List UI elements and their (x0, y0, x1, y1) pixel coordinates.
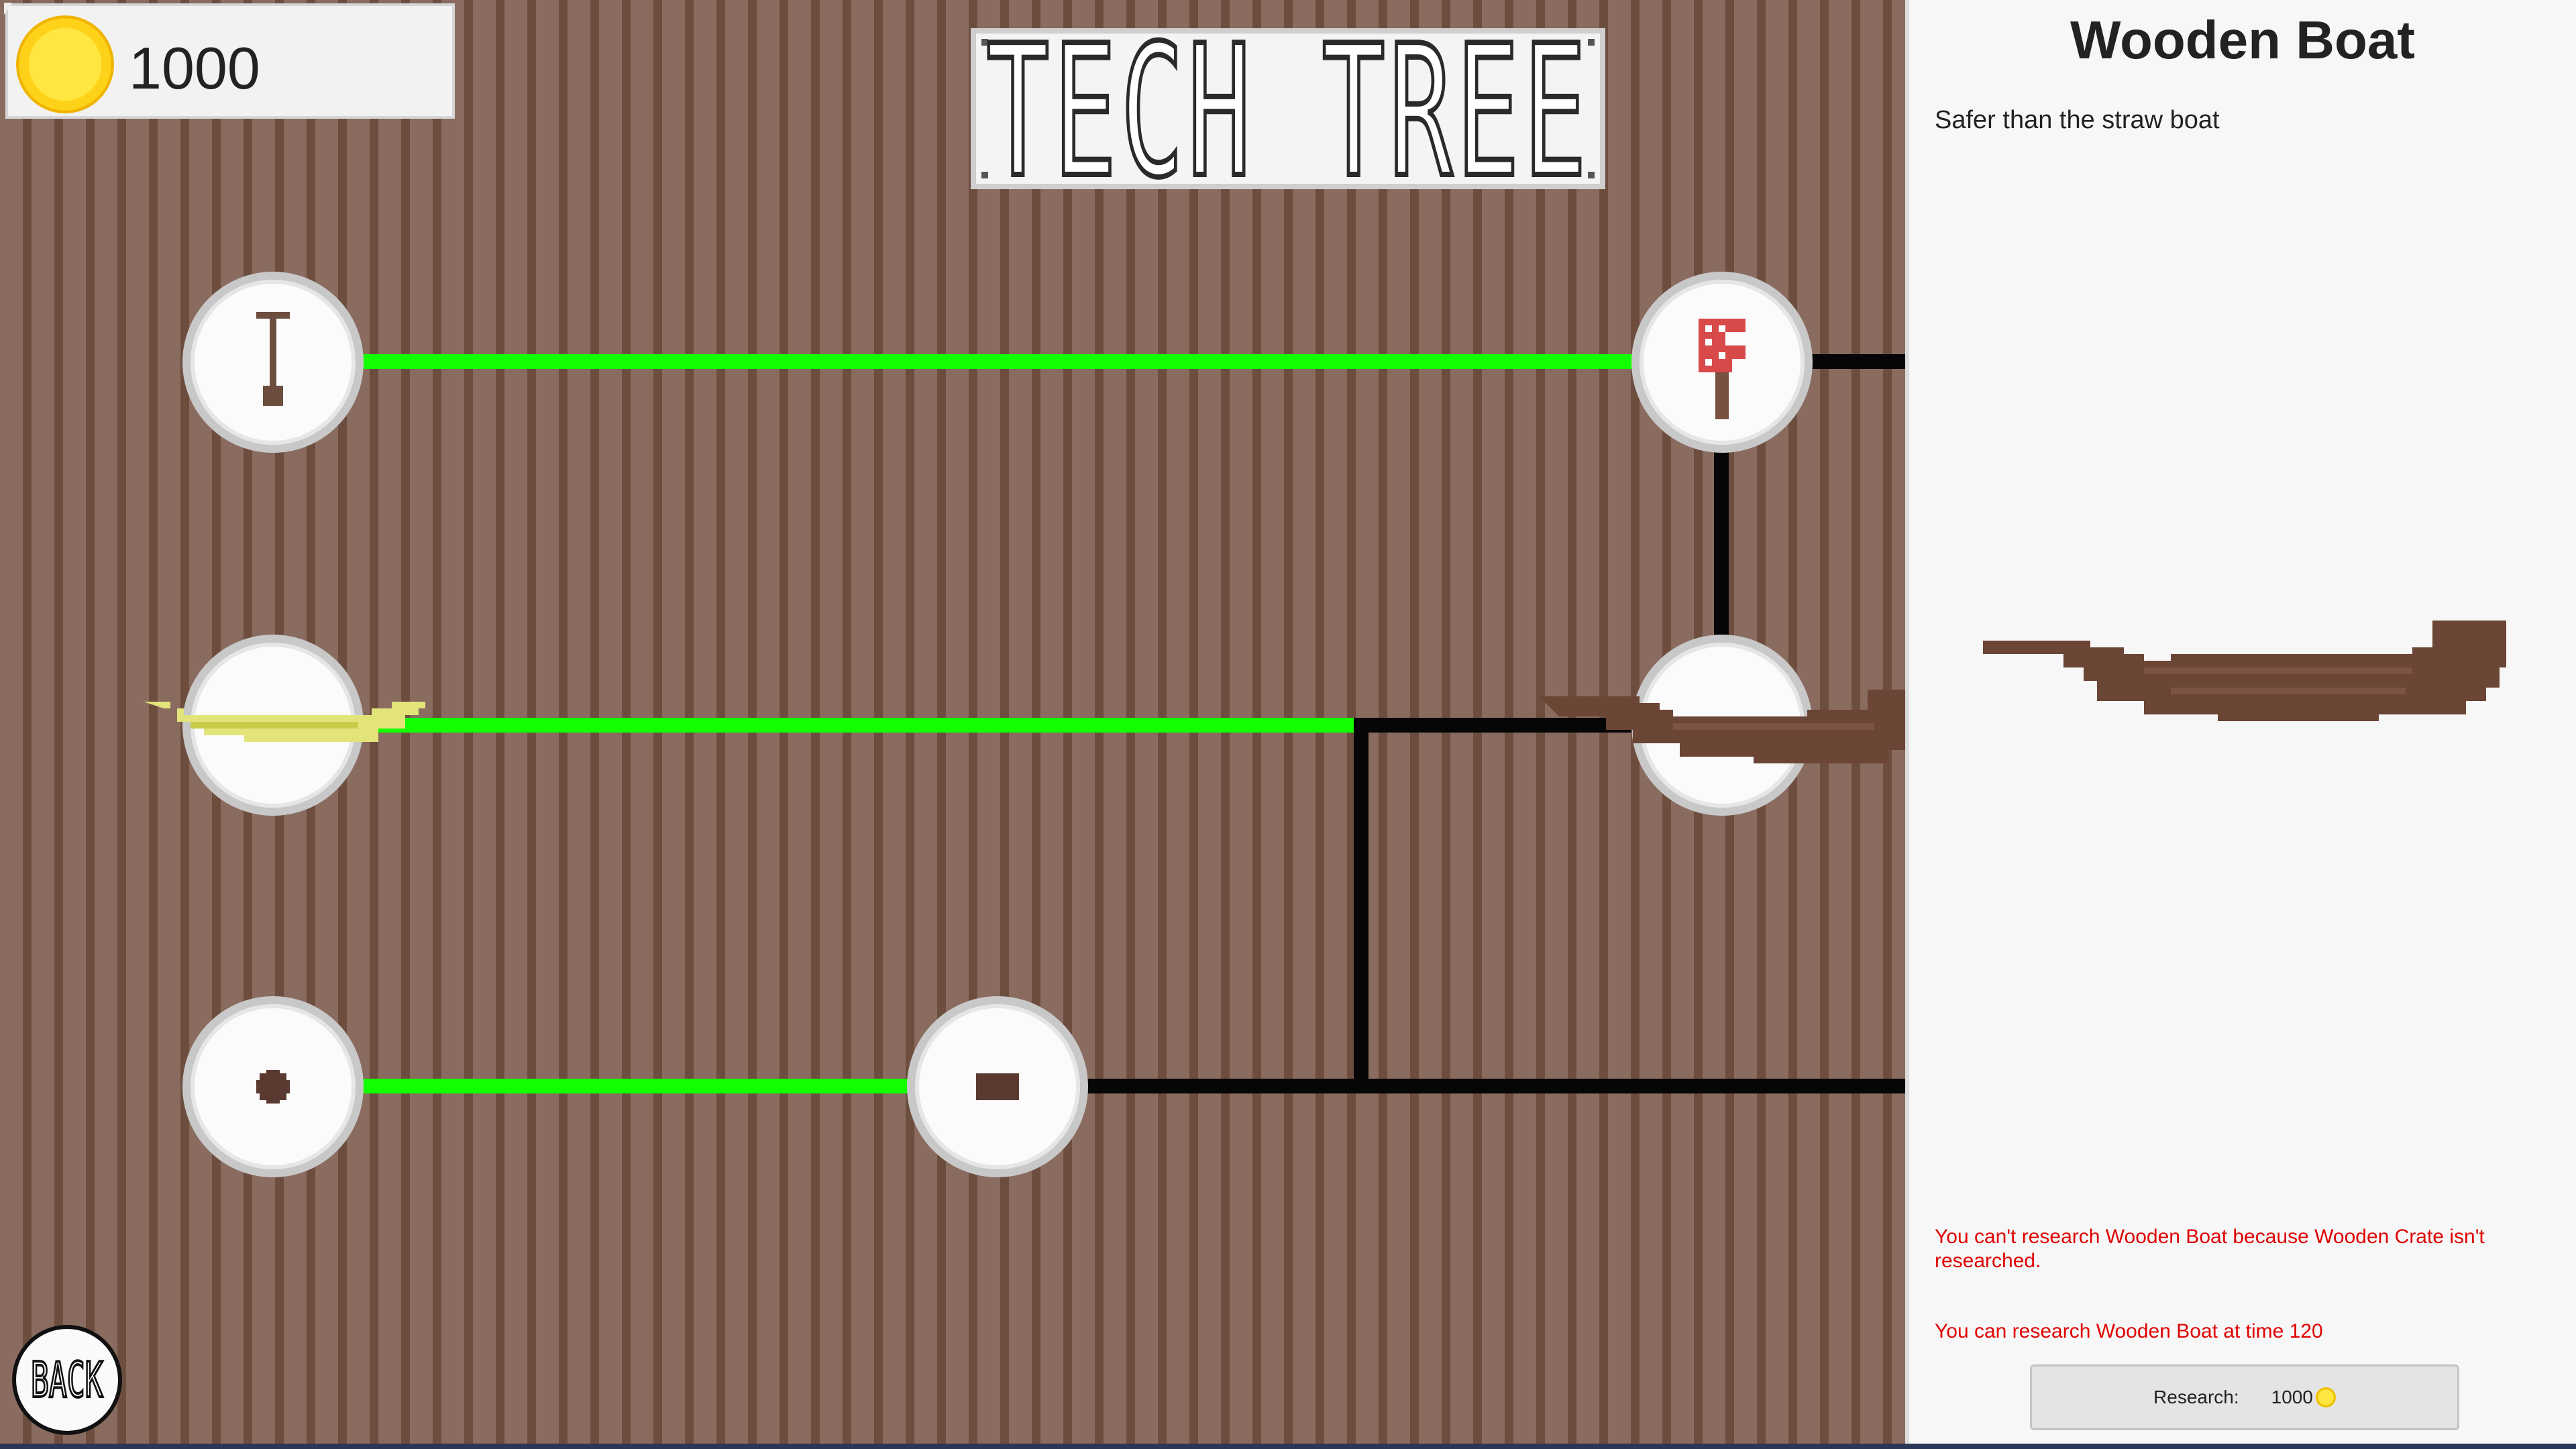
research-button[interactable]: Research: 1000 (2030, 1364, 2459, 1430)
round-item-icon (256, 1070, 290, 1104)
tech-tree-board (0, 0, 1905, 1449)
link-paddle-net (362, 354, 1637, 369)
tech-node-round-item[interactable] (182, 996, 364, 1177)
sun-coin-icon (16, 15, 114, 113)
back-button[interactable]: BACK (12, 1325, 122, 1435)
research-cost-value: 1000 (2271, 1387, 2313, 1407)
research-cost: 1000 (2271, 1387, 2336, 1408)
mouse-cursor-icon (4, 3, 12, 15)
research-time-note: You can research Wooden Boat at time 120 (1935, 1320, 2323, 1342)
link-straw-boat (362, 718, 1356, 733)
research-warning: You can't research Wooden Boat because W… (1935, 1226, 2485, 1272)
currency-amount: 1000 (129, 35, 260, 101)
link-round-crate (362, 1079, 912, 1093)
crate-icon (976, 1073, 1019, 1100)
research-label: Research: (2153, 1387, 2239, 1407)
title-sign: TECH TREE (971, 19, 1605, 205)
link-crate-right (1087, 1079, 1905, 1093)
paddle-icon (256, 312, 290, 406)
panel-description: Safer than the straw boat (1935, 106, 2220, 134)
currency-panel: 1000 (5, 3, 455, 119)
back-button-label: BACK (30, 1350, 104, 1409)
wooden-boat-preview-icon (1983, 621, 2506, 721)
tech-node-straw-boat[interactable] (144, 635, 425, 816)
tech-node-wooden-boat[interactable] (1539, 635, 1905, 816)
tech-node-paddle[interactable] (182, 272, 364, 453)
tech-node-wooden-crate[interactable] (907, 996, 1088, 1177)
net-icon (1699, 319, 1746, 419)
wooden-boat-icon (1539, 690, 1905, 763)
straw-boat-icon (144, 702, 425, 742)
tech-node-net[interactable] (1631, 272, 1813, 453)
link-net-wooden-boat (1714, 449, 1729, 644)
link-net-right (1811, 354, 1905, 369)
coin-icon (2315, 1387, 2336, 1407)
panel-title: Wooden Boat (2070, 10, 2416, 70)
page-title: TECH TREE (984, 6, 1591, 217)
tech-detail-panel: Wooden Boat Safer than the straw boat Yo… (1905, 0, 2576, 1449)
link-crate-vertical (1354, 718, 1368, 1088)
